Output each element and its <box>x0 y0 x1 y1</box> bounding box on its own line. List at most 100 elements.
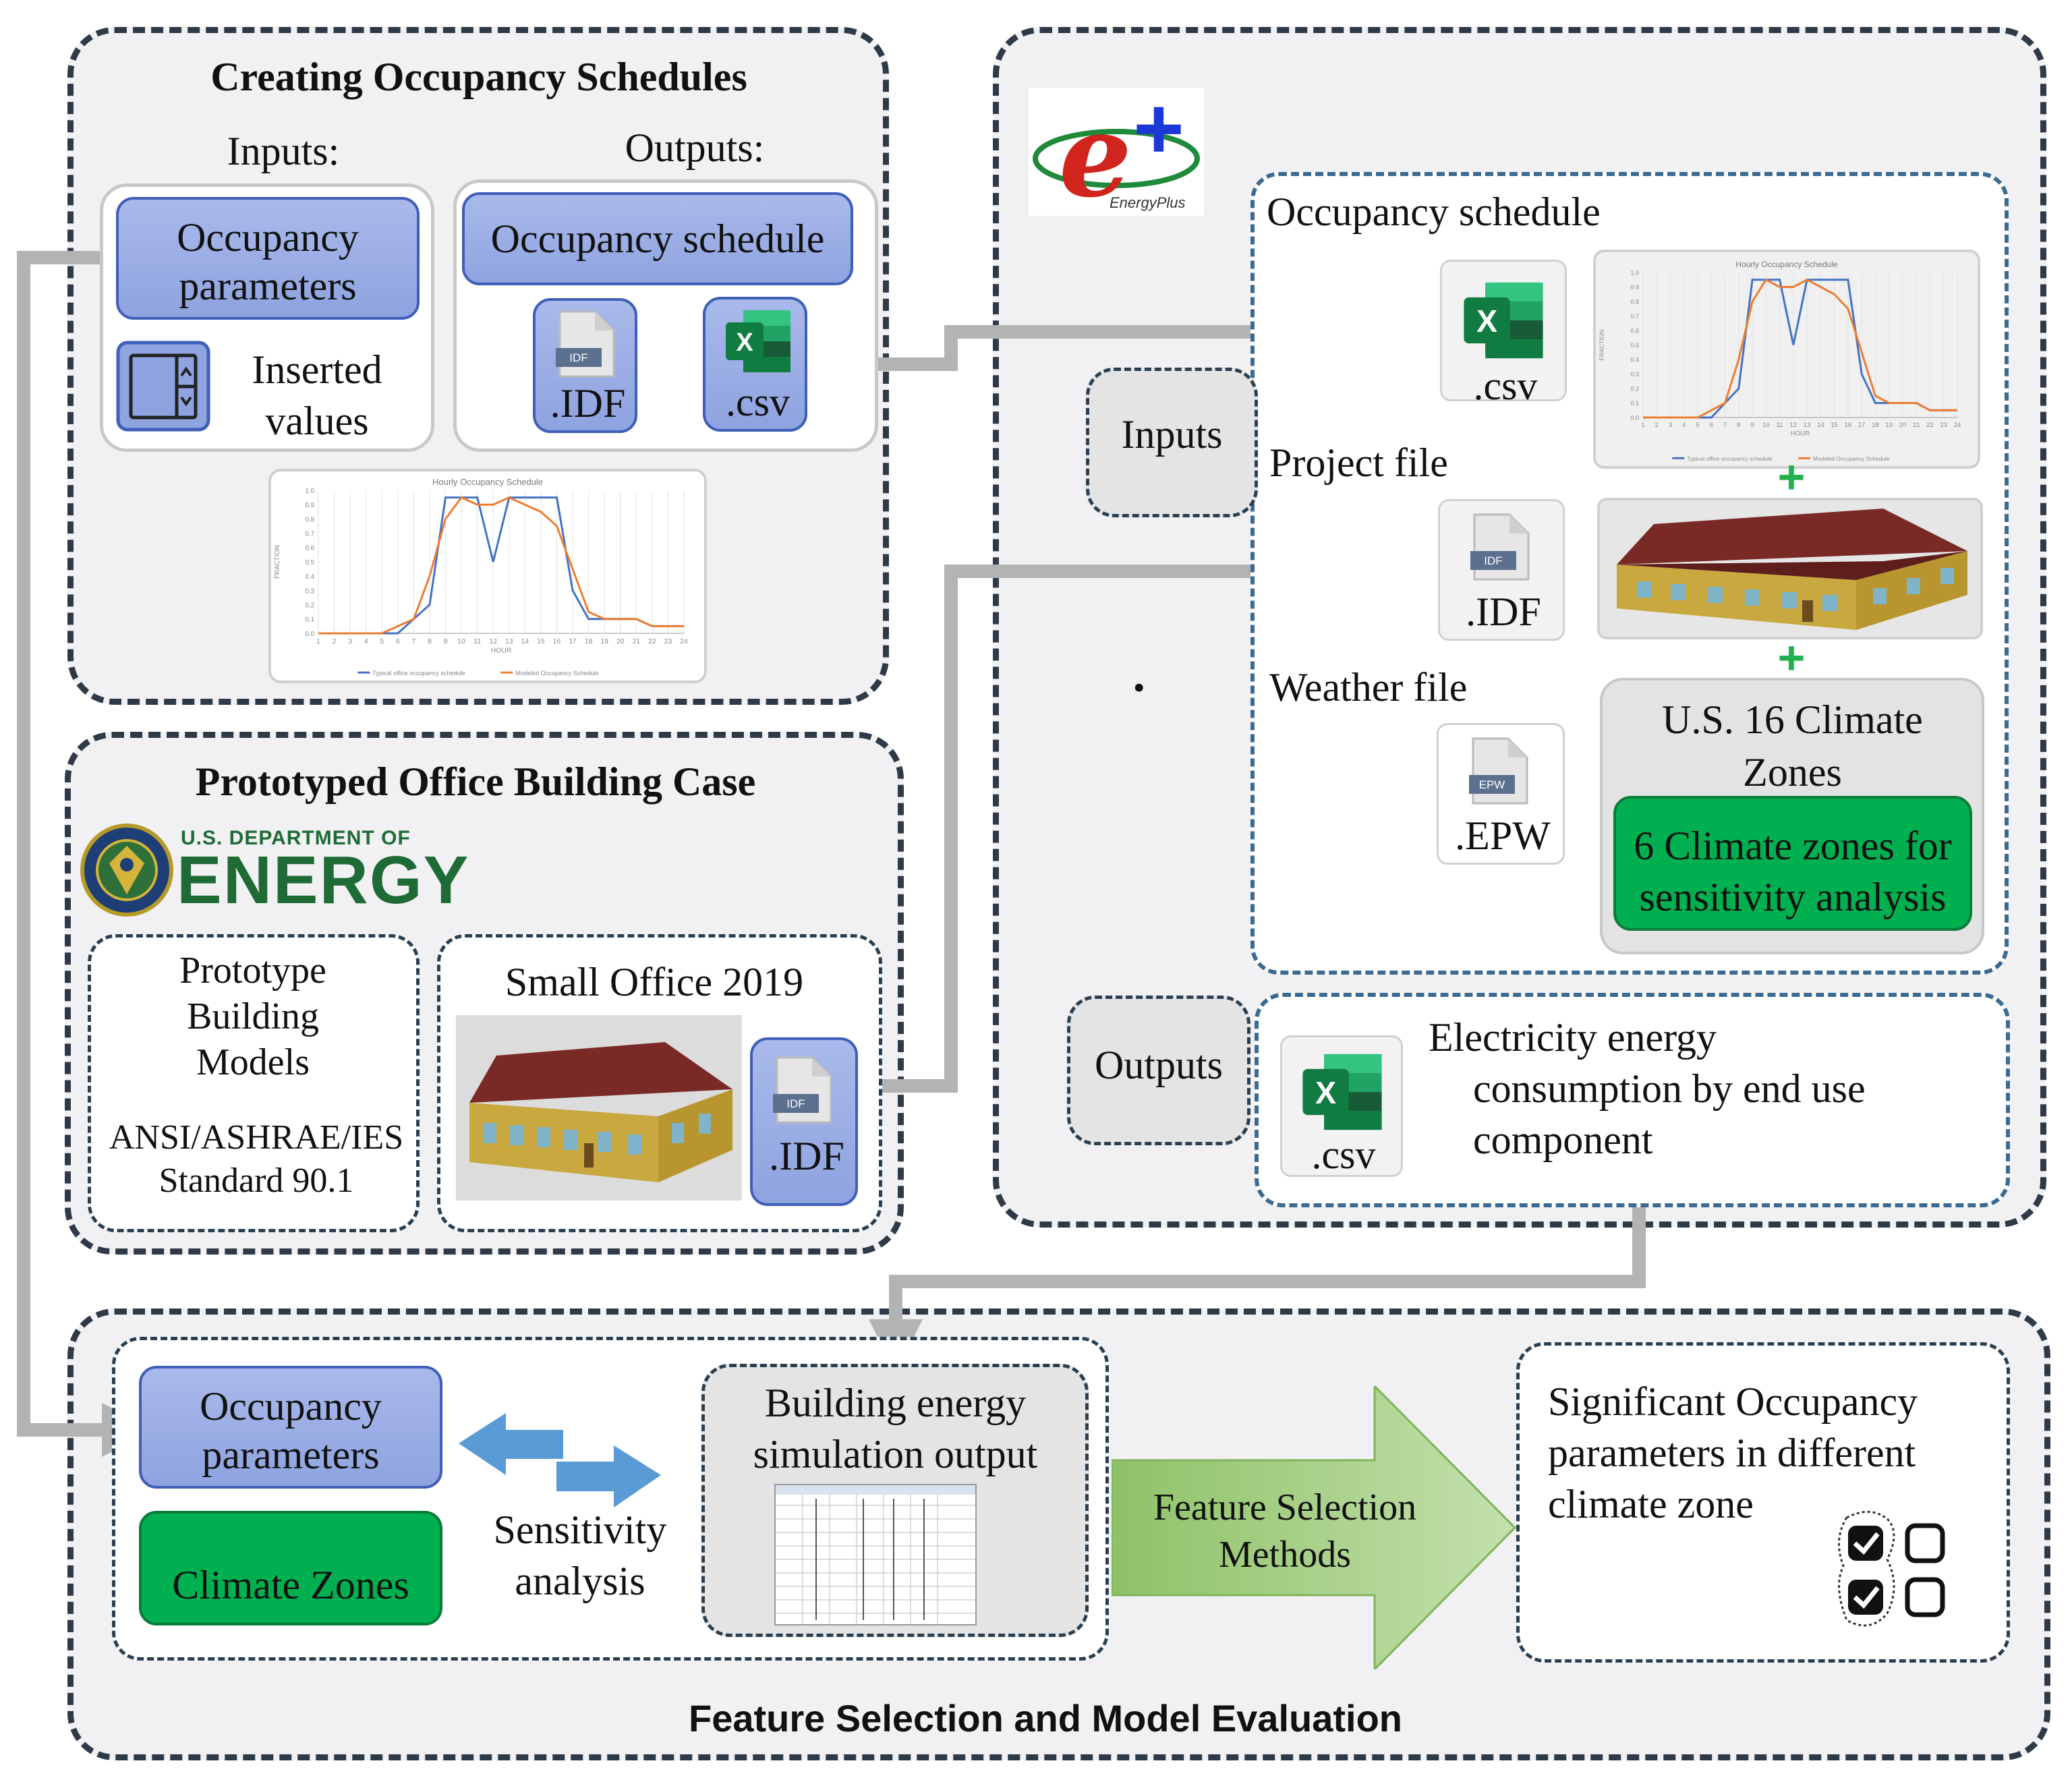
idf-file-icon: IDF <box>773 1056 832 1124</box>
idf-output-tile: IDF .IDF <box>533 298 637 433</box>
doe-top-text: U.S. DEPARTMENT OF <box>181 827 411 849</box>
energyplus-x-tick-label: 22 <box>1926 422 1934 429</box>
creating-x-tick-label: 6 <box>396 638 400 645</box>
svg-text:X: X <box>736 328 753 357</box>
climate-line1: U.S. 16 Climate <box>1662 697 1923 742</box>
creating-x-tick-label: 7 <box>412 638 416 645</box>
fs-occ-line1: Occupancy <box>200 1384 382 1429</box>
models-line3: Models <box>196 1041 310 1083</box>
energyplus-x-axis-label: HOUR <box>1791 430 1810 437</box>
fs-occ-line2: parameters <box>202 1433 380 1477</box>
logo-plus: + <box>1133 88 1184 177</box>
creating-x-tick-label: 20 <box>616 638 625 645</box>
occupancy-parameters-box: Occupancy parameters <box>116 197 420 320</box>
creating-y-tick-label: 0.1 <box>305 616 314 624</box>
outputs-label: Outputs: <box>625 125 765 170</box>
creating-y-tick-label: 0.8 <box>305 516 314 523</box>
creating-legend-label: Modeled Occupancy Schedule <box>515 670 598 677</box>
feature-panel-title: Feature Selection and Model Evaluation <box>689 1697 1402 1739</box>
spreadsheet-thumbnail <box>774 1484 977 1625</box>
small-office-building-image <box>456 1015 742 1201</box>
inputs-tag-label: Inputs <box>1121 412 1223 457</box>
output-to-simulation-arrow <box>869 1207 1646 1373</box>
epw-file-icon: EPW <box>1469 737 1528 805</box>
energyplus-x-tick-label: 14 <box>1817 422 1824 429</box>
energyplus-x-tick-label: 21 <box>1913 422 1920 429</box>
creating-x-tick-label: 5 <box>380 638 384 645</box>
energyplus-y-tick-label: 0.0 <box>1630 415 1639 422</box>
creating-y-tick-label: 0.3 <box>305 587 314 595</box>
energyplus-y-tick-label: 0.2 <box>1630 386 1639 393</box>
creating-x-tick-label: 9 <box>444 638 448 645</box>
energyplus-y-tick-label: 0.7 <box>1630 313 1639 320</box>
energyplus-y-tick-label: 0.8 <box>1630 299 1639 306</box>
creating-y-tick-label: 1.0 <box>305 488 314 495</box>
climate-zones-text: U.S. 16 Climate Zones <box>1605 693 1980 799</box>
energyplus-x-tick-label: 11 <box>1777 422 1783 429</box>
checklist-icon <box>1833 1505 1961 1634</box>
creating-legend-label: Typical office occupancy schedule <box>372 670 465 677</box>
sig-line1: Significant Occupancy <box>1548 1379 1918 1424</box>
ep-epw-tag: EPW <box>1479 778 1505 791</box>
ep-epw-label: .EPW <box>1455 813 1551 858</box>
outputs-tag-label: Outputs <box>1094 1043 1224 1087</box>
creating-y-tick-label: 0.6 <box>305 545 314 552</box>
ep-occ-schedule-label: Occupancy schedule <box>1267 190 1601 234</box>
energyplus-x-tick-label: 7 <box>1723 422 1727 429</box>
energyplus-y-tick-label: 0.4 <box>1630 357 1639 364</box>
fs-climate-label: Climate Zones <box>172 1563 409 1607</box>
excel-icon: X <box>1302 1054 1382 1130</box>
creating-x-tick-label: 10 <box>457 638 465 645</box>
ep-building-image <box>1597 498 1983 639</box>
inputs-label: Inputs: <box>227 129 340 173</box>
methods-line1: Feature Selection <box>1153 1487 1417 1528</box>
creating-title: Creating Occupancy Schedules <box>210 55 747 99</box>
sig-line2: parameters in different <box>1548 1431 1916 1475</box>
prototype-models-text: Prototype Building Models <box>91 948 415 1085</box>
creating-x-tick-label: 19 <box>600 638 608 645</box>
energyplus-x-tick-label: 3 <box>1669 422 1672 429</box>
logo-letter: e <box>1059 88 1132 216</box>
energyplus-y-tick-label: 0.3 <box>1630 371 1639 378</box>
doe-seal-icon <box>80 823 174 917</box>
svg-text:IDF: IDF <box>569 351 587 364</box>
energyplus-x-tick-label: 20 <box>1899 422 1907 429</box>
creating-x-tick-label: 2 <box>333 638 337 645</box>
creating-x-axis-label: HOUR <box>491 648 512 655</box>
energyplus-series-line-2 <box>1643 278 1957 419</box>
csv-to-energyplus-arrow <box>808 305 1447 371</box>
doe-main-text: ENERGY <box>177 842 470 918</box>
csv-output-tile: X .csv <box>703 297 807 432</box>
creating-series-line-2 <box>318 496 684 635</box>
energyplus-x-tick-label: 10 <box>1762 422 1770 429</box>
energyplus-chart-title: Hourly Occupancy Schedule <box>1735 260 1838 269</box>
energyplus-x-tick-label: 1 <box>1641 422 1644 429</box>
ep-csv-tile: X .csv <box>1440 260 1567 408</box>
creating-y-tick-label: 0.7 <box>305 531 314 538</box>
elec-line1: Electricity energy <box>1429 1015 1717 1060</box>
creating-x-tick-label: 18 <box>585 638 593 645</box>
excel-icon: X <box>1464 282 1543 359</box>
project-file-label: Project file <box>1269 440 1448 485</box>
bes-output-label: Building energy simulation output <box>705 1377 1086 1480</box>
csv-output-label: .csv <box>726 380 790 424</box>
energyplus-x-tick-label: 9 <box>1750 422 1754 429</box>
creating-y-tick-label: 0.2 <box>305 602 314 610</box>
creating-x-tick-label: 15 <box>537 638 545 645</box>
models-line1: Prototype <box>179 950 326 991</box>
creating-x-tick-label: 24 <box>680 638 688 645</box>
standard-text: ANSI/ASHRAE/IES Standard 90.1 <box>91 1116 422 1203</box>
methods-line2: Methods <box>1219 1534 1351 1576</box>
energyplus-x-tick-label: 23 <box>1940 422 1947 429</box>
six-climate-zones-box: 6 Climate zones for sensitivity analysis <box>1613 796 1972 931</box>
energyplus-x-tick-label: 18 <box>1872 422 1879 429</box>
dot-marker: • <box>1133 668 1145 706</box>
electricity-output-text: Electricity energy consumption by end us… <box>1429 1012 1866 1166</box>
bidirectional-arrow-icon <box>459 1413 661 1507</box>
ep-epw-tile: EPW .EPW <box>1437 723 1565 865</box>
weather-file-label: Weather file <box>1269 665 1468 710</box>
creating-y-tick-label: 0.9 <box>305 502 314 509</box>
